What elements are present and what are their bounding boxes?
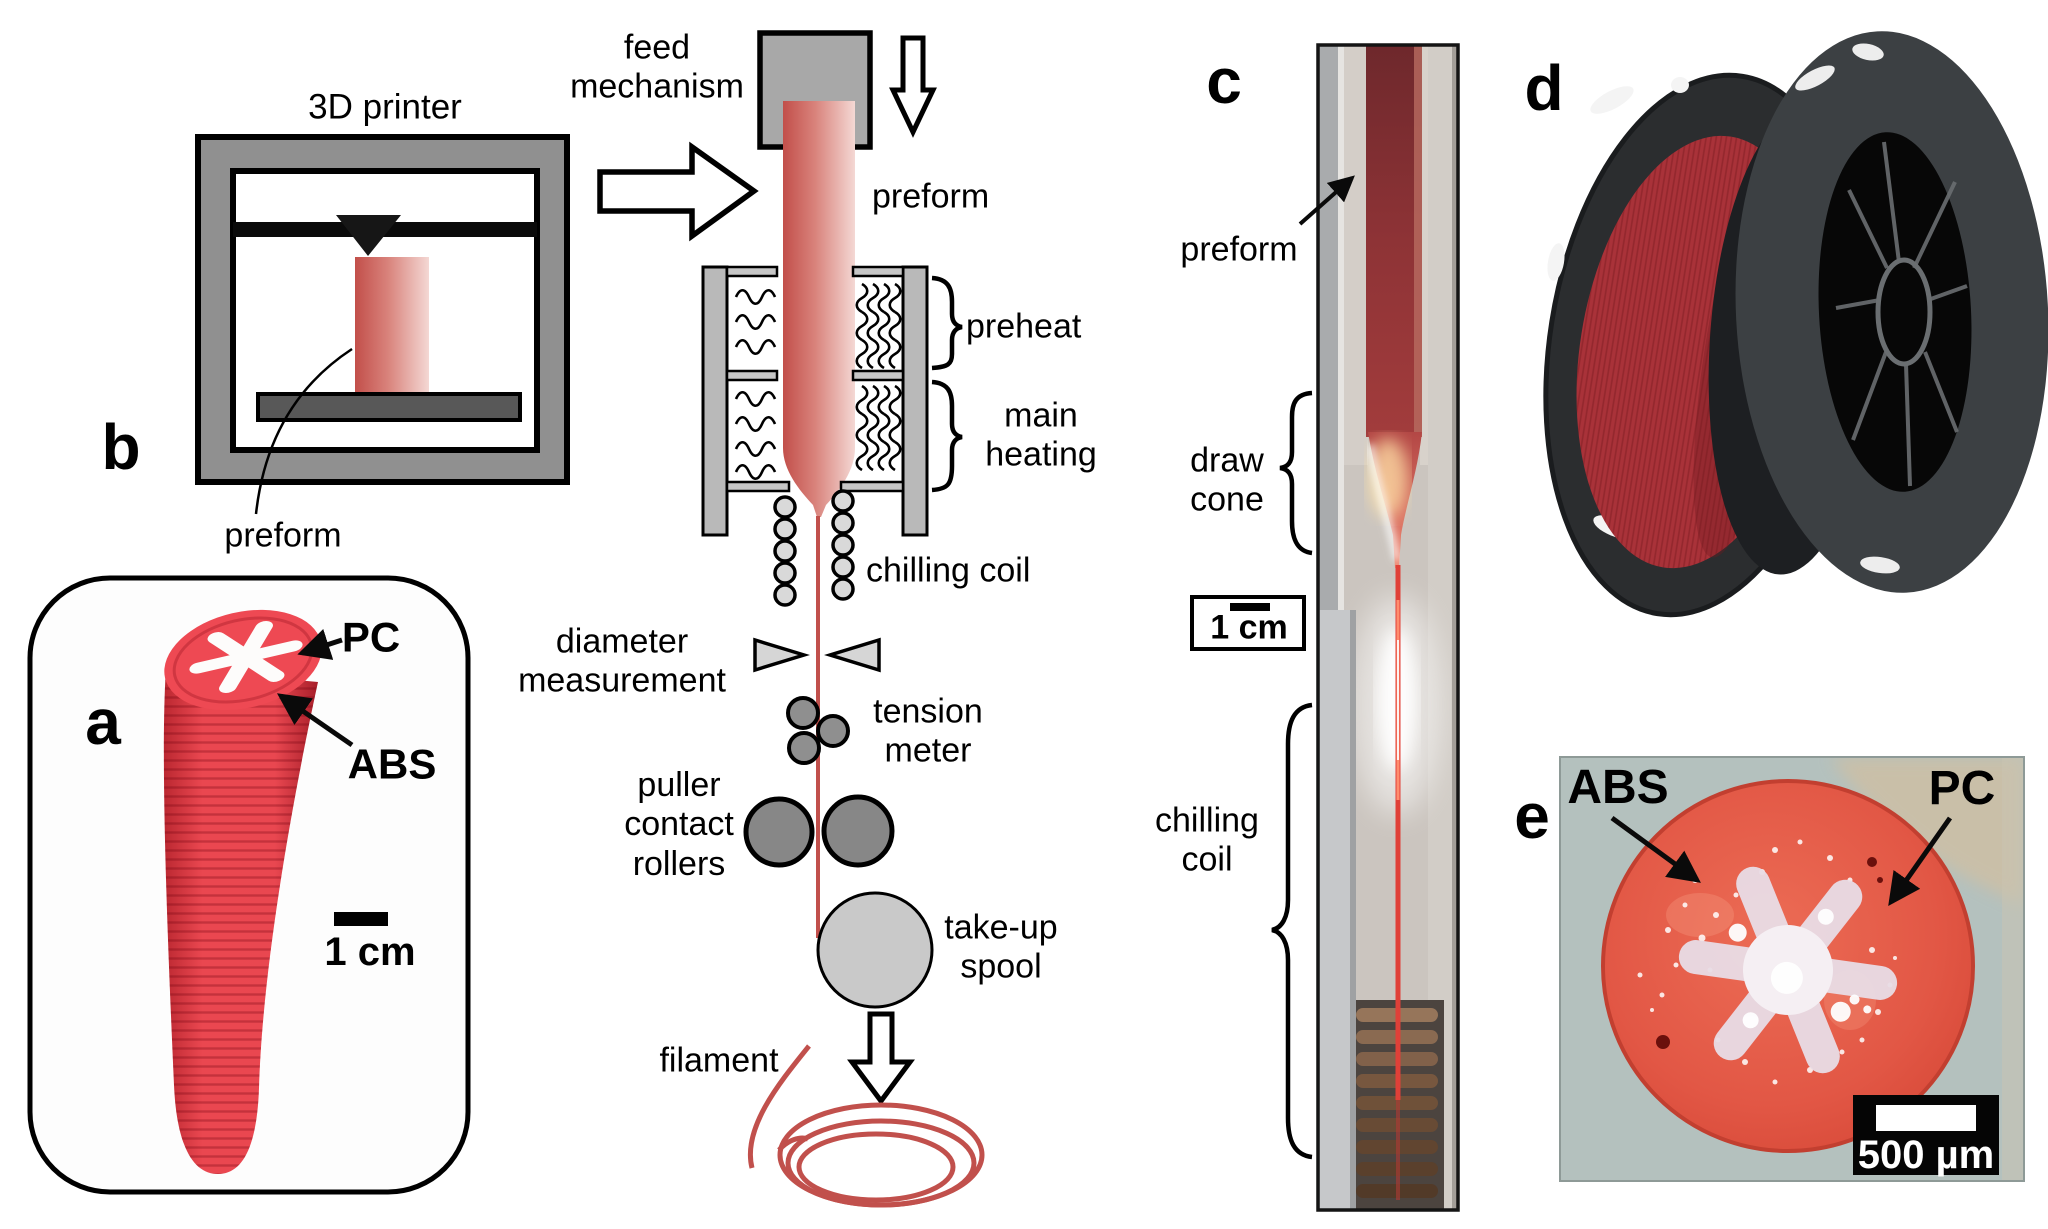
- micrograph-corner-tint: [1830, 757, 2024, 905]
- furnace-plate: [839, 480, 905, 493]
- abs-label-a: ABS: [347, 740, 437, 788]
- preform-label-tower: preform: [872, 177, 990, 216]
- preform-label-b: preform: [224, 516, 342, 555]
- panel-e-photo: [1559, 756, 2025, 1182]
- puller-roller-right: [821, 794, 895, 868]
- panel-letter-e: e: [1514, 779, 1550, 852]
- chilling-coil-brace: [1271, 702, 1313, 1160]
- panel-letter-a: a: [85, 685, 121, 758]
- printer-title: 3D printer: [308, 87, 462, 127]
- dark-spot: [1656, 1035, 1670, 1049]
- pillar-shadow: [1350, 610, 1356, 1210]
- panel-a-photo: [27, 575, 471, 1195]
- pc-label-a: PC: [341, 613, 401, 661]
- panel-d-photo: [1543, 31, 2048, 618]
- panel-e-border: [1559, 756, 2025, 1182]
- furnace: [701, 265, 963, 537]
- preform-arrow-c: [1298, 175, 1355, 226]
- take-up-spool-label: take-up spool: [944, 908, 1058, 986]
- pc-star-cross-section: [1678, 866, 1898, 1074]
- wall-upper-left: [1344, 45, 1368, 465]
- scale-label-a: 1 cm: [324, 929, 416, 974]
- pc-arrow: [297, 629, 343, 660]
- coiled-filament-icon: [748, 1044, 985, 1208]
- preform-label-c: preform: [1180, 230, 1298, 269]
- abs-light-patch: [1666, 893, 1734, 937]
- furnace-plate: [725, 480, 791, 493]
- filament-label: filament: [659, 1041, 779, 1080]
- wall-right-edge: [1452, 45, 1458, 1210]
- printer-schematic: [195, 134, 570, 515]
- diameter-sensor-right-icon: [824, 637, 881, 673]
- draw-cone-label: draw cone: [1190, 441, 1264, 519]
- scale-bar-e: [1876, 1105, 1976, 1131]
- diameter-measurement-label: diameter measurement: [518, 622, 726, 700]
- diameter-sensor-left-icon: [753, 637, 810, 673]
- coil-rungs: [1356, 1008, 1438, 1198]
- furnace-rail-right: [901, 265, 929, 537]
- preform-cylinder-ridges: [163, 668, 318, 1174]
- cone-glow-edge: [1367, 444, 1400, 561]
- scale-bar-c: [1230, 603, 1270, 611]
- speckles: [1637, 839, 1897, 1085]
- printer-build-plate: [256, 392, 522, 422]
- scale-label-e: 500 µm: [1857, 1132, 1995, 1177]
- spool-hub-opening: [1818, 132, 1972, 492]
- chilling-coil-label-tower: chilling coil: [866, 551, 1031, 590]
- down-arrow-icon: [889, 35, 937, 138]
- feed-mechanism-label: feed mechanism: [570, 28, 744, 106]
- abs-arrow: [276, 693, 354, 748]
- printer-extruder-icon: [336, 215, 401, 256]
- printer-preform-cylinder: [355, 257, 429, 394]
- preheat-label: preheat: [966, 307, 1082, 346]
- main-heating-brace: [931, 379, 963, 493]
- right-arrow-icon: [597, 141, 759, 242]
- preform-strip-highlight: [1414, 45, 1422, 437]
- preform-leader-line: [254, 347, 353, 515]
- abs-label-e: ABS: [1567, 761, 1669, 815]
- spool-spokes: [1835, 141, 1968, 487]
- take-up-spool-icon: [816, 891, 934, 1009]
- dark-spot-3: [1877, 877, 1883, 883]
- tension-meter-label: tension meter: [873, 692, 983, 770]
- pc-star-icon: [189, 621, 303, 693]
- pillar-foreground: [1318, 610, 1354, 1210]
- wall-upper-right: [1420, 45, 1428, 465]
- tension-meter-icon: [786, 696, 850, 765]
- draw-cone-brace: [1279, 390, 1313, 556]
- preheat-brace: [931, 275, 963, 371]
- furnace-rail-left: [701, 265, 729, 537]
- puller-contact-rollers-label: puller contact rollers: [624, 765, 734, 883]
- furnace-plate: [851, 265, 905, 278]
- furnace-plate: [851, 369, 905, 382]
- cone-glow-warm: [1368, 438, 1408, 518]
- chilling-coil-label-c: chilling coil: [1155, 801, 1259, 879]
- draw-tower-schematic: [597, 30, 985, 1208]
- pc-label-e: PC: [1928, 762, 1996, 816]
- micrograph-edge-tint: [2002, 757, 2024, 1181]
- abs-arrow-e: [1610, 815, 1701, 883]
- spool-hub-ring: [1875, 257, 1933, 367]
- down-arrow-icon-2: [847, 1011, 915, 1106]
- panel-c-border: [1316, 43, 1460, 1212]
- panel-letter-c: c: [1206, 44, 1242, 117]
- panel-letter-b: b: [101, 410, 141, 483]
- furnace-plate: [725, 265, 779, 278]
- scale-label-c: 1 cm: [1210, 608, 1288, 647]
- panel-letter-d: d: [1524, 51, 1564, 124]
- scale-bar-a: [334, 912, 388, 926]
- photo-preform-strip: [1366, 45, 1422, 437]
- pc-arrow-e: [1888, 816, 1953, 906]
- furnace-plate: [725, 369, 779, 382]
- puller-roller-left: [743, 796, 815, 868]
- main-heating-label: main heating: [985, 396, 1097, 474]
- panel-c-photo: [1190, 43, 1460, 1212]
- chilling-coil-icon: [773, 489, 855, 607]
- preform-column: [783, 101, 855, 517]
- dark-spot-2: [1867, 857, 1877, 867]
